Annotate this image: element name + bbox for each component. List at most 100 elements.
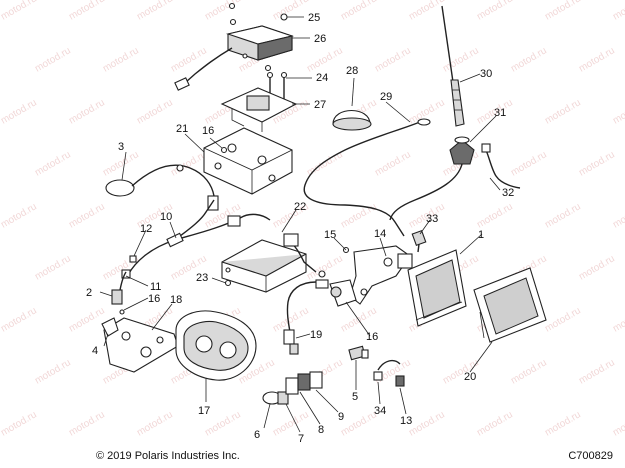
callout-18: 18	[170, 294, 182, 306]
part-module	[174, 2, 295, 91]
callout-8: 8	[318, 424, 324, 436]
watermark-text: motod.ru	[33, 357, 73, 386]
callout-16a: 16	[202, 125, 214, 137]
part-plug-5	[348, 345, 369, 361]
callout-23: 23	[196, 272, 208, 284]
watermark-text: motod.ru	[373, 149, 413, 178]
part-cluster-17	[175, 310, 257, 381]
watermark-text: motod.ru	[373, 45, 413, 74]
watermark-text: motod.ru	[543, 97, 583, 126]
part-piece-4	[101, 317, 119, 337]
watermark-text: motod.ru	[33, 149, 73, 178]
watermark-text: motod.ru	[611, 201, 625, 230]
callout-32: 32	[502, 187, 514, 199]
callout-30: 30	[480, 68, 492, 80]
callout-29: 29	[380, 91, 392, 103]
watermark-text: motod.ru	[577, 253, 617, 282]
part-bracket-27	[220, 87, 298, 132]
callout-3: 3	[118, 141, 124, 153]
watermark-text: motod.ru	[339, 0, 379, 23]
watermark-text: motod.ru	[577, 45, 617, 74]
callout-11: 11	[150, 281, 161, 293]
watermark-text: motod.ru	[67, 97, 107, 126]
watermark-text: motod.ru	[509, 149, 549, 178]
part-mount-16	[315, 279, 357, 307]
part-cable-32	[389, 143, 521, 221]
watermark-text: motod.ru	[33, 45, 73, 74]
part-sensor-3	[105, 164, 219, 211]
callout-16b: 16	[148, 293, 160, 305]
watermark-text: motod.ru	[339, 409, 379, 438]
callout-20: 20	[464, 371, 476, 383]
part-module-22	[221, 233, 326, 293]
watermark-text: motod.ru	[611, 305, 625, 334]
callout-21: 21	[176, 123, 188, 135]
part-dome-28	[332, 110, 372, 131]
watermark-text: motod.ru	[543, 409, 583, 438]
watermark-text: motod.ru	[407, 409, 447, 438]
part-display-1	[407, 249, 467, 327]
callout-15: 15	[324, 229, 336, 241]
watermark-text: motod.ru	[135, 409, 175, 438]
watermark-text: motod.ru	[577, 357, 617, 386]
watermark-text: motod.ru	[203, 0, 243, 23]
watermark-text: motod.ru	[475, 0, 515, 23]
callout-17: 17	[198, 405, 210, 417]
part-screw-16b	[119, 309, 125, 315]
callout-7: 7	[298, 433, 304, 445]
watermark-text: motod.ru	[305, 45, 345, 74]
copyright-text: © 2019 Polaris Industries Inc.	[96, 450, 240, 462]
callout-2: 2	[86, 287, 92, 299]
callout-9: 9	[338, 411, 344, 423]
watermark-text: motod.ru	[101, 149, 141, 178]
callout-4: 4	[92, 345, 98, 357]
watermark-text: motod.ru	[407, 0, 447, 23]
callout-13: 13	[400, 415, 412, 427]
watermark-text: motod.ru	[611, 0, 625, 23]
part-connector-33	[411, 229, 427, 253]
watermark-text: motod.ru	[509, 357, 549, 386]
part-harness-10	[121, 199, 271, 279]
part-antenna-base-31	[449, 136, 475, 165]
watermark-text: motod.ru	[67, 305, 107, 334]
callout-10: 10	[160, 211, 172, 223]
callout-19: 19	[310, 329, 322, 341]
part-switches	[262, 371, 323, 405]
part-screw-23	[224, 279, 232, 287]
callout-16c: 16	[366, 331, 378, 343]
callout-31: 31	[494, 107, 506, 119]
part-connector-13	[395, 375, 405, 387]
watermark-text: motod.ru	[0, 409, 39, 438]
watermark-text: motod.ru	[169, 149, 209, 178]
watermark-text: motod.ru	[0, 0, 39, 23]
watermark-text: motod.ru	[135, 0, 175, 23]
watermark-text: motod.ru	[33, 253, 73, 282]
watermark-text: motod.ru	[135, 97, 175, 126]
watermark-text: motod.ru	[611, 409, 625, 438]
callout-24: 24	[316, 72, 328, 84]
watermark-text: motod.ru	[271, 0, 311, 23]
watermark-text: motod.ru	[509, 45, 549, 74]
callout-5: 5	[352, 391, 358, 403]
callout-25: 25	[308, 12, 320, 24]
callout-labels: 1 2 3 4 5 6 7 8 9 10 11 12 13 14 15 16 1…	[86, 12, 514, 445]
callout-14: 14	[374, 228, 386, 240]
part-bracket-21	[203, 127, 293, 195]
part-bracket-18	[103, 317, 179, 373]
part-screw-25	[280, 13, 288, 21]
part-clip-12	[129, 255, 137, 263]
watermark-text: motod.ru	[475, 409, 515, 438]
watermark-text: motod.ru	[543, 305, 583, 334]
part-antenna-30	[441, 5, 465, 127]
callout-27: 27	[314, 99, 326, 111]
watermark-text: motod.ru	[169, 45, 209, 74]
watermark-text: motod.ru	[67, 0, 107, 23]
part-bracket-14	[349, 245, 413, 305]
leader-lines	[99, 16, 501, 433]
callout-28: 28	[346, 65, 358, 77]
callout-33: 33	[426, 213, 438, 225]
part-bolts-24	[266, 71, 288, 100]
part-sensor-19	[283, 281, 317, 355]
watermark-text: motod.ru	[543, 0, 583, 23]
